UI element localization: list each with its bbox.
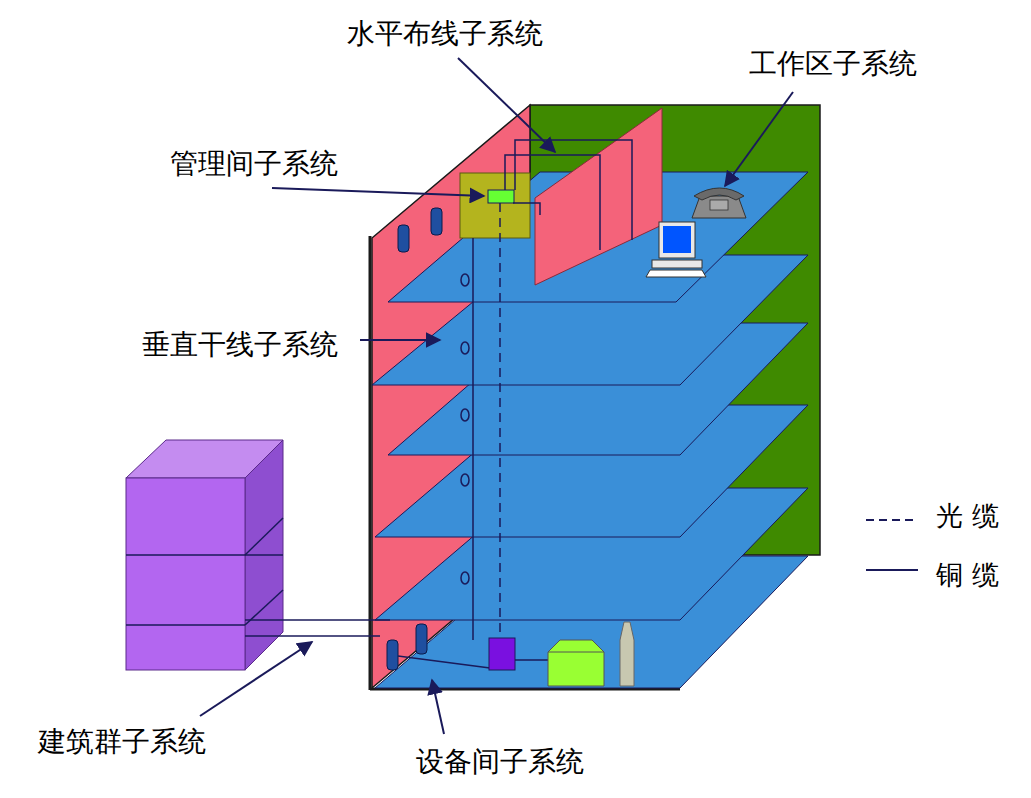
computer-icon [646,222,706,277]
subsystem-label: 管理间子系统 [170,148,338,180]
subsystem-label: 设备间子系统 [416,746,584,778]
legend-text: 光缆 [936,500,1009,531]
main-building [245,105,820,690]
legend-text: 铜缆 [936,559,1009,590]
subsystem-label: 垂直干线子系统 [142,329,338,361]
legend-dashed-sample [866,519,918,521]
phone-icon [692,188,746,218]
subsystem-label: 建筑群子系统 [38,726,206,758]
subsystem-label: 水平布线子系统 [347,18,543,50]
legend-solid-sample [866,569,918,571]
subsystem-label: 工作区子系统 [749,48,917,80]
